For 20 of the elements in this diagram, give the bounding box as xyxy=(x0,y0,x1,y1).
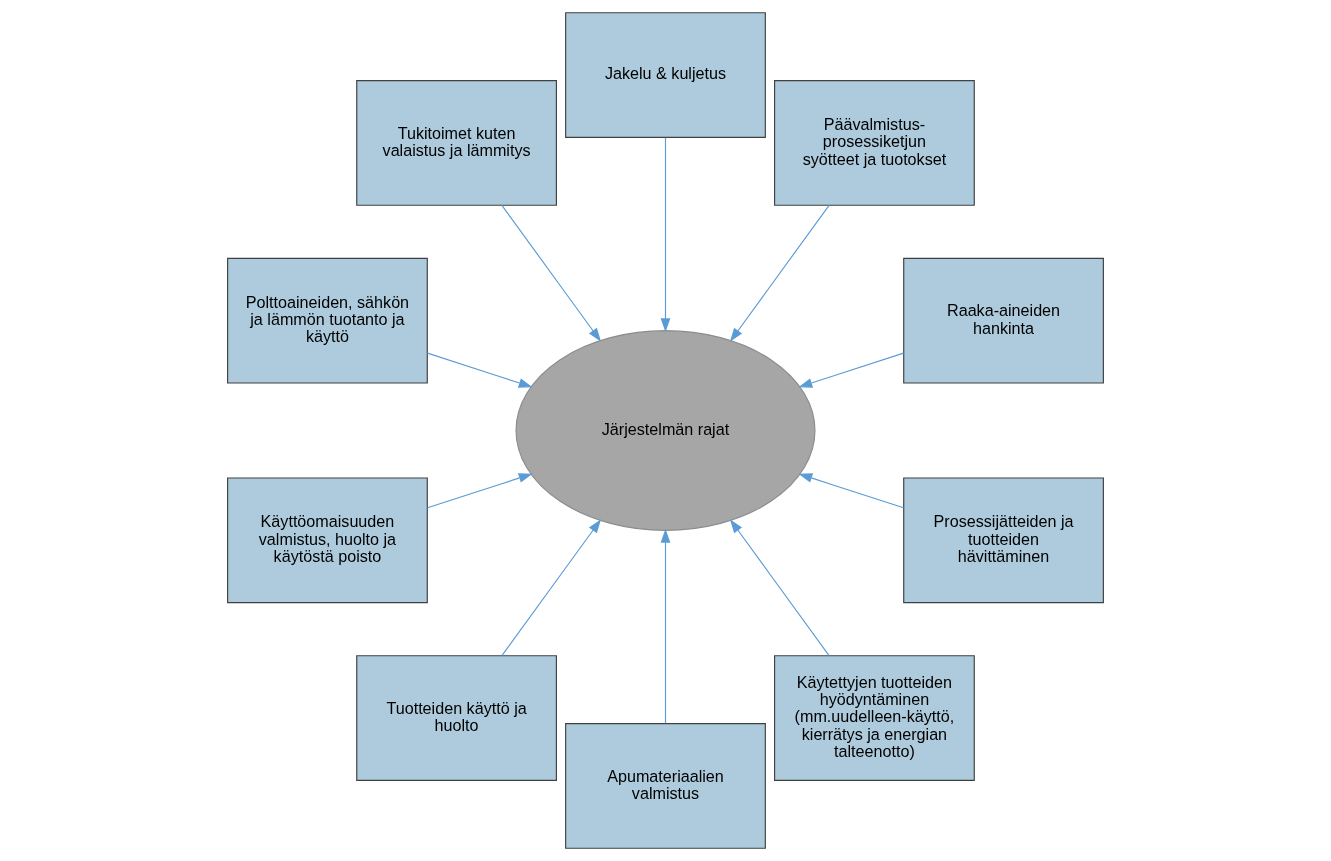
arrow xyxy=(798,352,905,388)
arrow xyxy=(660,137,671,333)
arrow xyxy=(426,473,533,509)
node-box: Apumateriaalien valmistus xyxy=(565,723,766,849)
node-box: Prosessijätteiden ja tuotteiden hävittäminen xyxy=(903,477,1104,604)
node-box: Jakelu & kuljetus xyxy=(565,12,766,138)
node-box: Raaka-aineiden hankinta xyxy=(903,257,1104,384)
node-box: Käytettyjen tuotteiden hyödyntäminen (mm.uudelleen-käyttö, kierrätys ja energian talteenotto) xyxy=(774,655,975,781)
arrow xyxy=(729,204,830,342)
node-box: Tukitoimet kuten valaistus ja lämmitys xyxy=(356,80,557,206)
arrow xyxy=(501,204,602,342)
node-box: Tuotteiden käyttö ja huolto xyxy=(356,655,557,781)
node-box: Käyttöomaisuuden valmistus, huolto ja käytöstä poisto xyxy=(227,477,428,604)
arrow xyxy=(798,473,905,509)
arrow xyxy=(426,352,533,388)
node-box: Päävalmistus-prosessiketjun syötteet ja tuotokset xyxy=(774,80,975,206)
arrow xyxy=(729,519,830,657)
arrow xyxy=(501,519,602,657)
arrow xyxy=(660,528,671,724)
node-box: Polttoaineiden, sähkön ja lämmön tuotanto ja käyttö xyxy=(227,257,428,384)
